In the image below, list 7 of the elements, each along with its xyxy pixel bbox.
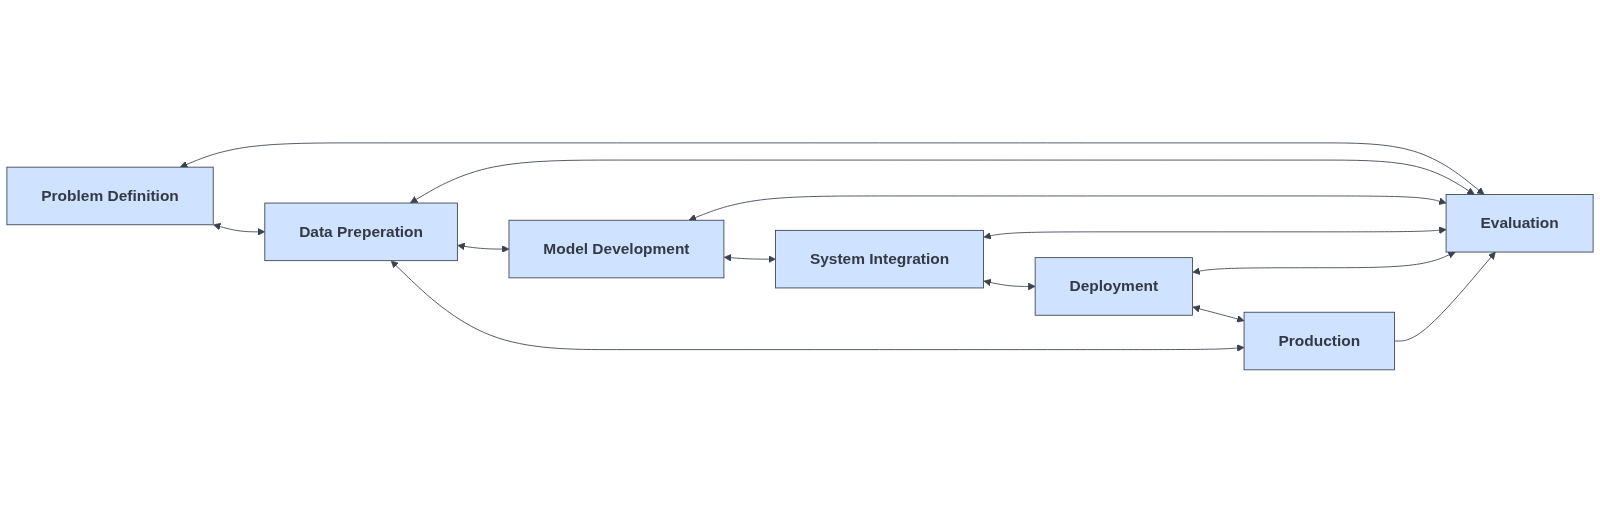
node-box: Evaluation bbox=[1445, 193, 1594, 253]
node-box: Problem Definition bbox=[6, 166, 214, 225]
node-box: Data Preperation bbox=[264, 202, 458, 261]
node-box: System Integration bbox=[775, 229, 984, 288]
node-box: Production bbox=[1243, 311, 1395, 370]
node-box: Model Development bbox=[508, 219, 725, 278]
node-box: Deployment bbox=[1034, 256, 1193, 316]
